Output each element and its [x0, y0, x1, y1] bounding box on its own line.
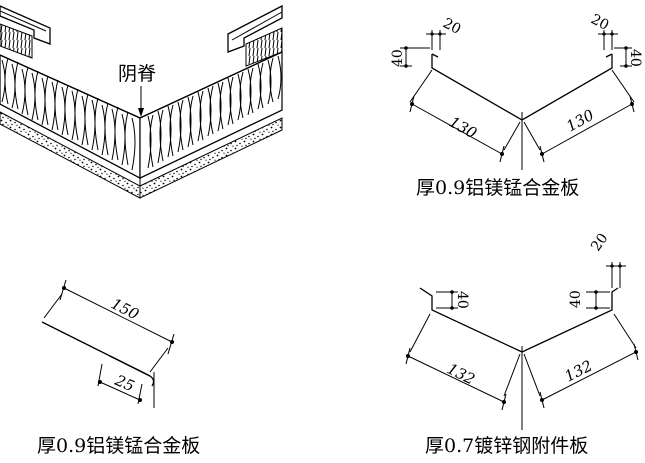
caption-bottom-right: 厚0.7镀锌钢附件板 — [425, 435, 588, 457]
dim-hem-132: 20 — [588, 231, 611, 255]
brush-seal-left — [0, 23, 33, 59]
insulation-loops-right — [147, 55, 282, 169]
dim-hem-right: 20 — [588, 11, 611, 33]
dim-long: 150 — [108, 295, 142, 324]
dim-short: 25 — [111, 371, 137, 396]
edge-strip-detail: 150 25 厚0.9铝镁锰合金板 — [37, 279, 200, 457]
valley-ridge-label: 阴脊 — [118, 63, 156, 85]
flashing-130-detail: 130 130 40 40 20 — [390, 11, 643, 199]
dim-upturn-right-132: 40 — [568, 290, 584, 308]
dim-hem-left: 20 — [440, 15, 463, 37]
flashing-132-detail: 132 132 40 40 20 厚0.7镀锌钢附件板 — [405, 231, 639, 457]
insulation-loops-left — [1, 57, 136, 171]
dim-leg-right: 130 — [563, 106, 597, 136]
dim-upturn-left-132: 40 — [454, 291, 470, 309]
closure-cap-left — [0, 5, 51, 45]
caption-bottom-left: 厚0.9铝镁锰合金板 — [37, 435, 200, 457]
dim-leg-left-132: 132 — [444, 360, 478, 389]
dim-upturn-left: 40 — [390, 49, 406, 67]
caption-top-right: 厚0.9铝镁锰合金板 — [416, 177, 579, 199]
dim-leg-left: 130 — [446, 113, 480, 143]
closure-cap-right — [227, 4, 283, 53]
brush-seal-right — [245, 27, 283, 67]
valley-ridge-section: 阴脊 — [0, 4, 283, 199]
dim-upturn-right: 40 — [627, 49, 643, 67]
